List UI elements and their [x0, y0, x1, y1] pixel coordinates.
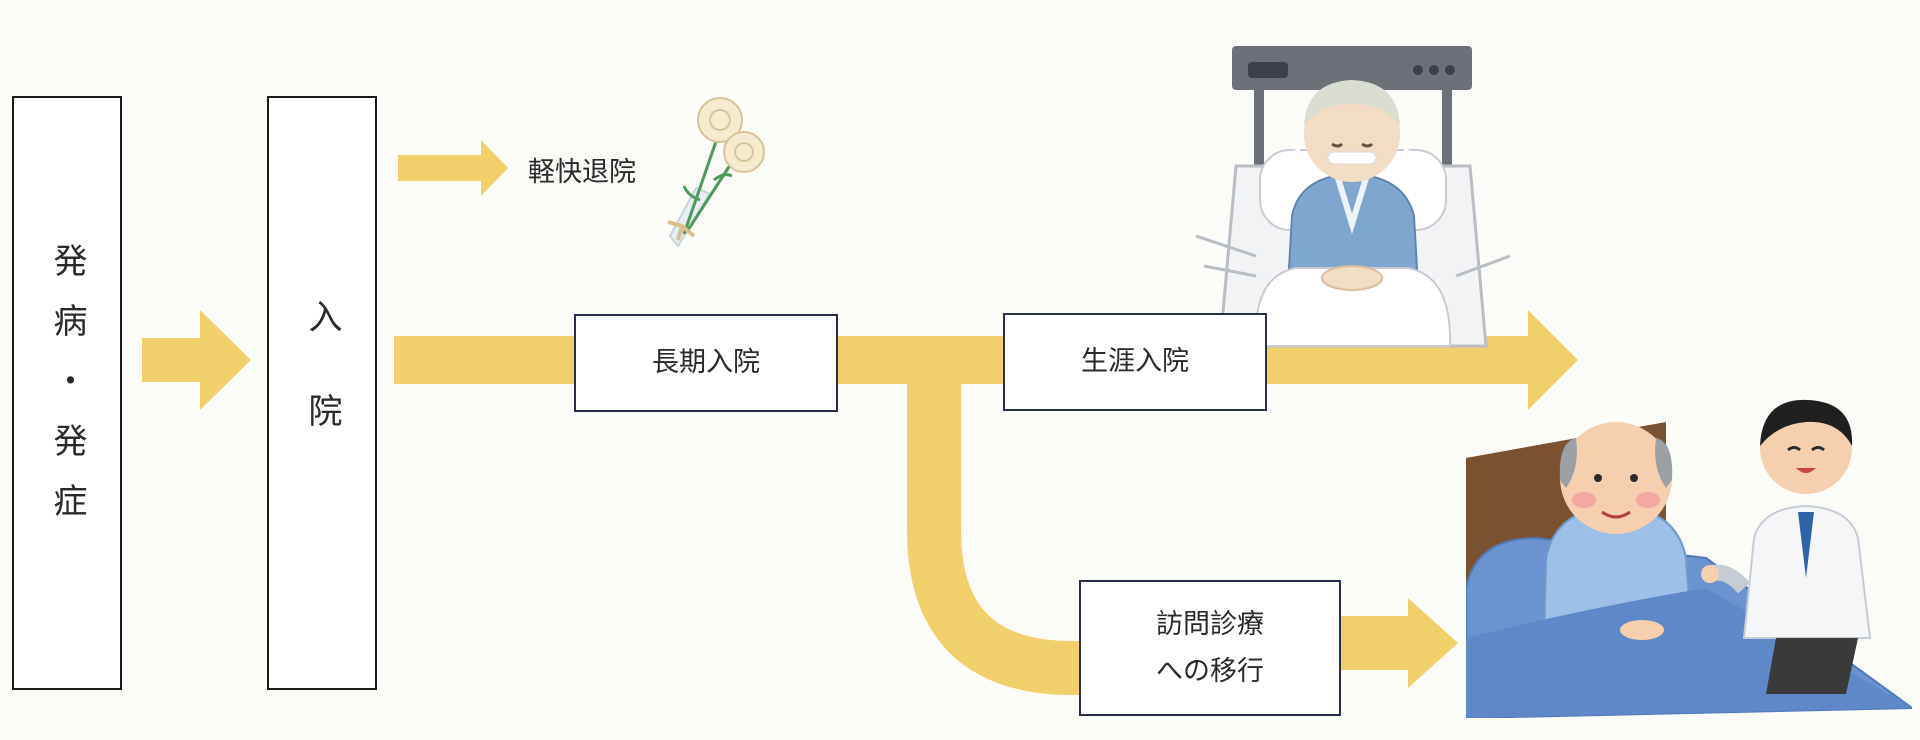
admission-box: 入院	[267, 96, 377, 690]
flower-bouquet-icon	[667, 97, 765, 248]
arrow-discharge	[398, 140, 508, 196]
home-visit-label-line1: 訪問診療	[1156, 608, 1264, 640]
doctor-home-visit-icon	[1466, 399, 1912, 718]
home-visit-label-line2: への移行	[1156, 656, 1264, 687]
home-visit-label: 訪問診療 への移行	[1156, 601, 1264, 696]
arrow-home-visit-head	[1336, 598, 1458, 688]
long-term-label: 長期入院	[652, 347, 760, 379]
onset-box: 発病・発症	[12, 96, 122, 690]
onset-label: 発病・発症	[47, 243, 87, 543]
arrow-main-long-term	[394, 310, 1578, 410]
bedridden-patient-icon	[1196, 46, 1510, 348]
arrow-branch-home-visit	[907, 380, 1079, 695]
long-term-box: 長期入院	[574, 314, 838, 412]
arrow-onset-to-admission	[142, 310, 251, 410]
home-visit-box: 訪問診療 への移行	[1079, 580, 1341, 716]
admission-label: 入院	[302, 299, 342, 487]
lifelong-label: 生涯入院	[1081, 346, 1189, 378]
discharge-label: 軽快退院	[528, 157, 636, 188]
lifelong-box: 生涯入院	[1003, 313, 1267, 411]
